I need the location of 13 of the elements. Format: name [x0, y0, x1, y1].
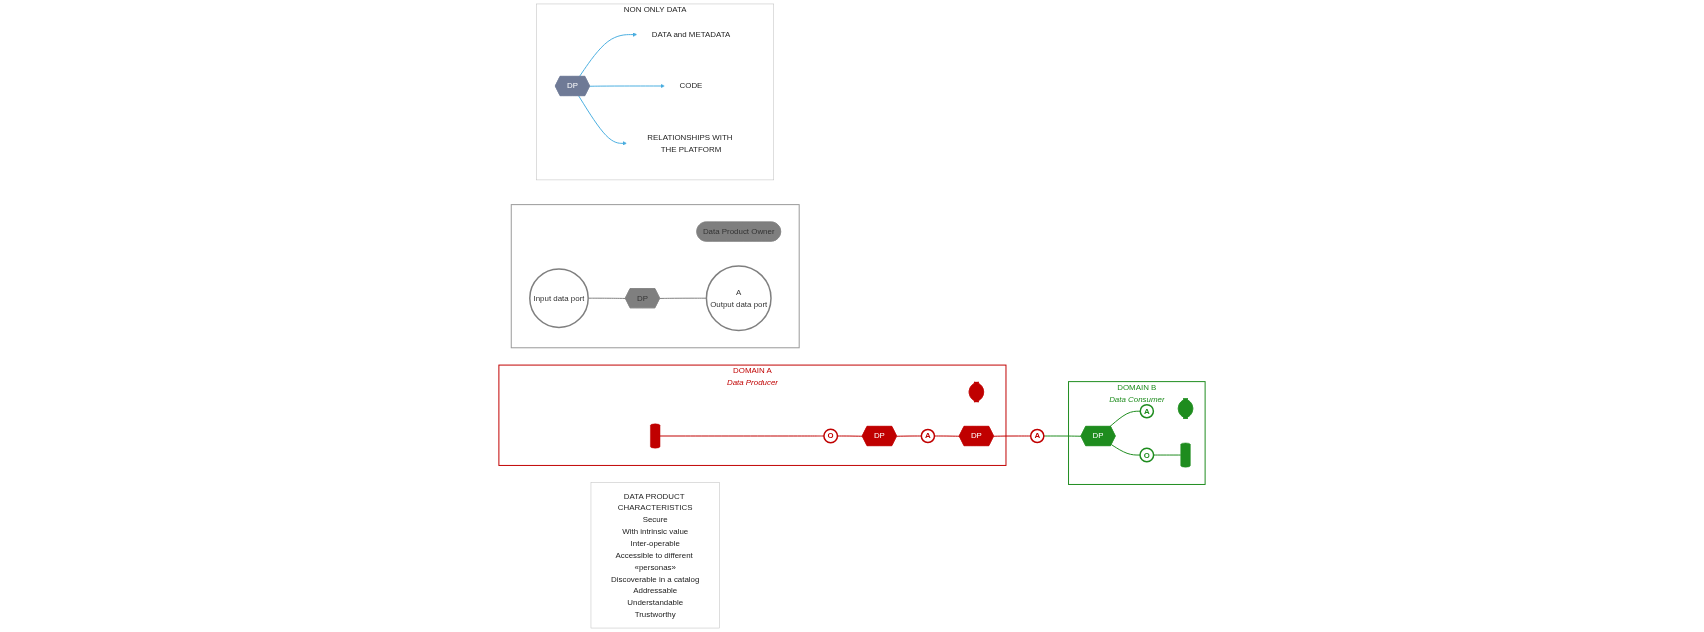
connector — [659, 297, 707, 299]
node-cylinder — [1180, 442, 1191, 468]
connector — [659, 435, 825, 437]
connector — [1109, 410, 1141, 428]
connector — [1043, 435, 1082, 437]
cluster — [510, 204, 800, 349]
connector — [993, 435, 1032, 437]
connector — [896, 435, 922, 437]
connector — [836, 435, 863, 437]
node-cylinder — [650, 423, 661, 449]
connector — [1110, 444, 1141, 456]
connector — [1153, 454, 1182, 456]
connector — [933, 435, 960, 437]
